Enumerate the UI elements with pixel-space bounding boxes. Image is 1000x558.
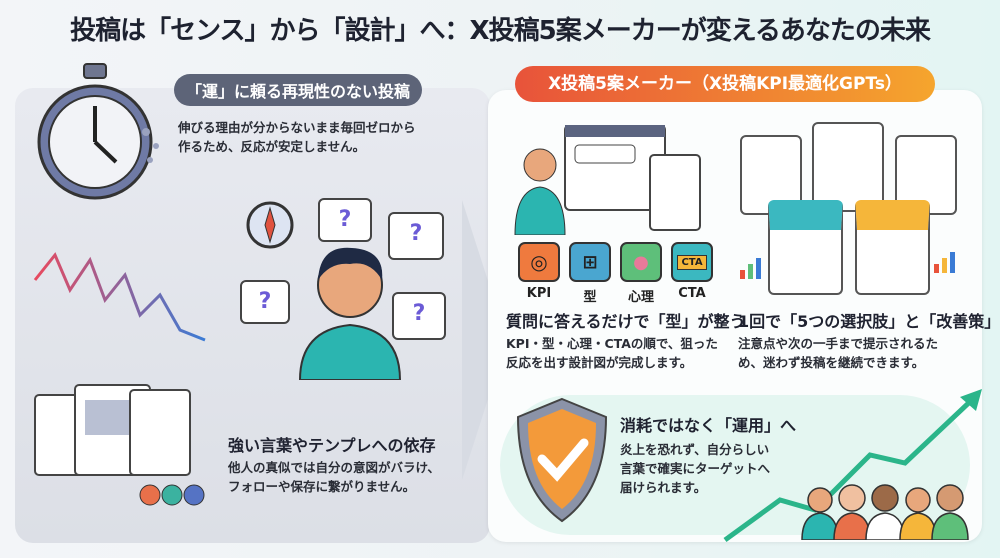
step-label-cta: CTA (678, 286, 706, 301)
step-label-kpi: KPI (526, 286, 552, 301)
outcome-body-line2: 言葉で確実にターゲットへ (620, 461, 771, 476)
problem1-body-line1: 伸びる理由が分からないまま毎回ゼロから (178, 120, 416, 135)
person-with-checklist-icon (514, 125, 701, 235)
structure-diagram-icon: ⊞ (569, 242, 611, 282)
outcome-body-line1: 炎上を恐れず、自分らしい (620, 442, 770, 457)
problem2-body-line2: フォローや保存に繋がりません。 (228, 479, 416, 494)
product-banner: X投稿5案メーカー（X投稿KPI最適化GPTs） (515, 66, 935, 102)
post-draft-card (855, 200, 930, 295)
brain-icon: ● (620, 242, 662, 282)
feature2-body-line1: 注意点や次の一手まで提示されるた (738, 336, 939, 351)
shield-check-icon (516, 397, 608, 523)
growth-bars-icon (934, 252, 955, 273)
feature2-body-line2: め、迷わず投稿を継続できます。 (738, 355, 925, 370)
declining-chart-icon (33, 252, 206, 342)
feature2-heading: 1回で「5つの選択肢」と「改善策」 (738, 312, 1000, 331)
step-label-kata: 型 (583, 290, 597, 305)
post-draft-card (768, 200, 843, 295)
problem1-body-line2: 作るため、反応が安定しません。 (178, 139, 366, 154)
question-bubble-icon: ? (388, 212, 444, 260)
stopwatch-icon (37, 63, 159, 200)
confused-person-icon (298, 247, 402, 380)
feature1-body-line2: 反応を出す設計図が完成します。 (506, 355, 693, 370)
step-label-psychology: 心理 (627, 290, 654, 305)
growth-bars-icon (740, 258, 761, 279)
question-bubble-icon: ? (392, 292, 446, 340)
problem2-heading: 強い言葉やテンプレへの依存 (228, 436, 436, 455)
feature1-body-line1: KPI・型・心理・CTAの順で、狙った (506, 336, 718, 351)
cta-button-icon: CTA (671, 242, 713, 282)
outcome-heading: 消耗ではなく「運用」へ (620, 416, 797, 435)
post-draft-card (812, 122, 884, 212)
kpi-target-icon: ◎ (518, 242, 560, 282)
outcome-body-line3: 届けられます。 (620, 480, 707, 495)
question-bubble-icon: ? (240, 280, 290, 324)
feature1-heading: 質問に答えるだけで「型」が整う (506, 312, 746, 331)
audience-people-icon (801, 484, 969, 540)
template-posts-icon (34, 384, 205, 506)
problem1-heading: 「運」に頼る再現性のない投稿 (174, 74, 423, 106)
compass-icon (246, 201, 294, 249)
problem2-body-line1: 他人の真似では自分の意図がバラけ、 (228, 460, 440, 475)
page-title: 投稿は「センス」から「設計」へ：X投稿5案メーカーが変えるあなたの未来 (70, 16, 931, 46)
question-bubble-icon: ? (318, 198, 372, 242)
growth-arrow-icon (723, 389, 982, 543)
